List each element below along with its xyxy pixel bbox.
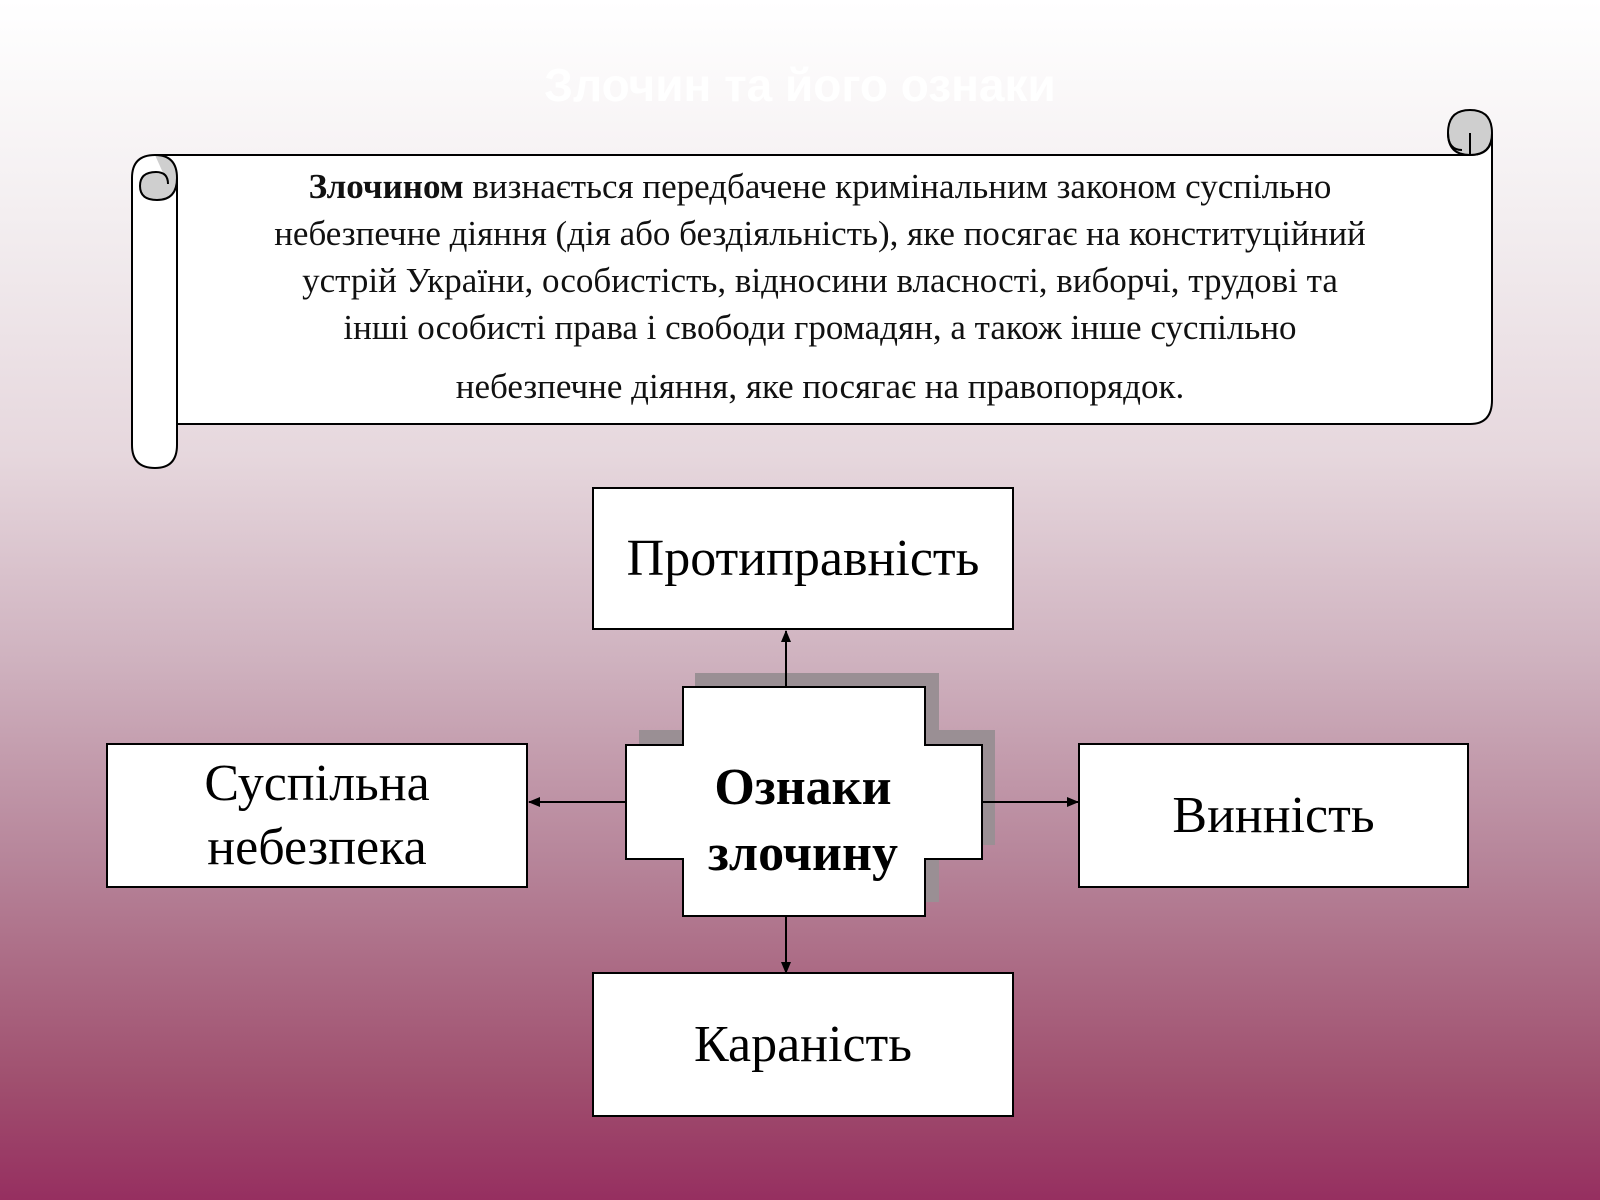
node-social-danger-line-1: Суспільна [204, 754, 430, 812]
definition-scroll [131, 108, 1494, 470]
definition-line-5: небезпечне діяння, яке посягає на правоп… [455, 367, 1185, 406]
definition-line-1: визнається передбачене кримінальним зако… [463, 167, 1332, 206]
center-node-label: Ознаки злочину [624, 753, 982, 888]
node-punishability-label: Караність [694, 1015, 912, 1073]
node-social-danger: Суспільна небезпека [106, 743, 528, 888]
node-guilt: Винність [1078, 743, 1469, 888]
slide-title: Злочин та його ознаки [544, 59, 1056, 111]
center-label-line-1: Ознаки [714, 758, 892, 816]
definition-term: Злочином [308, 167, 464, 206]
node-guilt-label: Винність [1172, 786, 1375, 844]
node-unlawfulness-label: Протиправність [626, 529, 980, 587]
node-unlawfulness: Протиправність [592, 487, 1014, 630]
definition-line-2: небезпечне діяння (дія або бездіяльність… [274, 214, 1366, 253]
node-social-danger-line-2: небезпека [207, 818, 427, 876]
center-label-line-2: злочину [708, 824, 898, 882]
definition-line-4: інші особисті права і свободи громадян, … [343, 308, 1297, 347]
definition-line-3: устрій України, особистість, відносини в… [302, 261, 1338, 300]
center-node-shape [625, 686, 983, 917]
node-punishability: Караність [592, 972, 1014, 1117]
crime-definition: Злочином визнається передбачене кримінал… [185, 163, 1455, 410]
